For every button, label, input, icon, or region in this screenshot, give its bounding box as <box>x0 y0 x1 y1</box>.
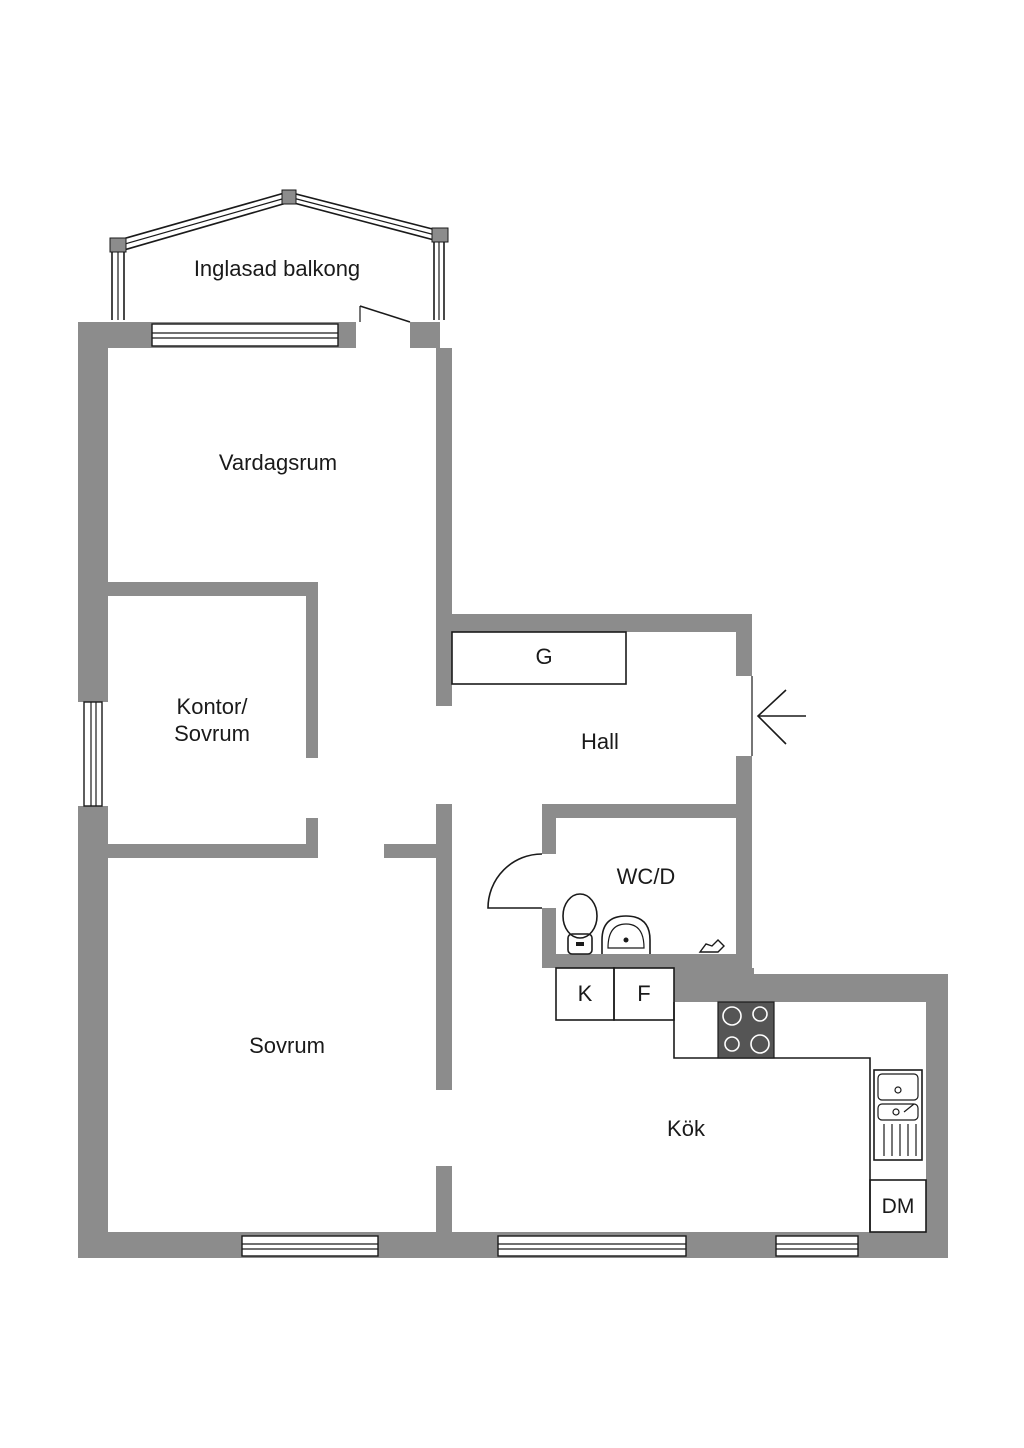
office-bottom-wall <box>108 844 318 858</box>
window-bedroom <box>241 1235 379 1257</box>
label-bedroom: Sovrum <box>249 1033 325 1058</box>
window-living <box>151 323 339 347</box>
label-living-room: Vardagsrum <box>219 450 337 475</box>
office-top-wall <box>108 582 318 596</box>
window-office <box>83 701 103 807</box>
wc-door <box>487 853 543 909</box>
bedroom-right-wall-lower <box>436 1166 452 1236</box>
freezer <box>613 967 675 1021</box>
wc-top-wall <box>542 804 752 818</box>
kitchen-top-wall-right <box>736 974 948 1002</box>
floor-fills <box>78 322 926 1232</box>
dishwasher <box>869 1179 927 1233</box>
wc-tap-icon <box>698 939 725 953</box>
bedroom-top-wall-stub <box>384 844 452 858</box>
fixtures <box>451 631 927 1233</box>
windows <box>83 323 859 1257</box>
washbasin-icon <box>601 915 651 954</box>
wc-bottom-wall <box>542 954 752 968</box>
wc-left-wall-lower <box>542 908 556 968</box>
window-kitchen-2 <box>775 1235 859 1257</box>
label-dishwasher: DM <box>882 1195 915 1218</box>
label-balcony: Inglasad balkong <box>194 256 360 281</box>
label-kitchen: Kök <box>667 1116 706 1141</box>
room-labels: Inglasad balkong Vardagsrum Kontor/ Sovr… <box>174 256 914 1218</box>
label-office-line2: Sovrum <box>174 721 250 746</box>
glazed-balcony <box>109 189 449 323</box>
kitchen-sink-icon <box>873 1069 923 1161</box>
entrance-arrow-icon <box>751 676 806 756</box>
label-fridge: K <box>578 981 593 1006</box>
living-right-wall <box>436 348 452 706</box>
wardrobe <box>451 631 627 685</box>
toilet-icon <box>562 893 598 955</box>
label-freezer: F <box>637 981 650 1006</box>
hall-top-wall <box>436 614 752 632</box>
window-kitchen-1 <box>497 1235 687 1257</box>
bedroom-right-wall-upper <box>436 804 452 1090</box>
office-right-wall-upper <box>306 582 318 758</box>
label-hall: Hall <box>581 729 619 754</box>
stove-icon <box>717 1001 775 1059</box>
hall-right-wall-lower <box>736 756 752 976</box>
wc-left-wall-upper <box>542 804 556 854</box>
label-wc: WC/D <box>617 864 676 889</box>
hall-right-wall-upper <box>736 614 752 676</box>
label-office-line1: Kontor/ <box>177 694 249 719</box>
label-wardrobe: G <box>535 644 552 669</box>
